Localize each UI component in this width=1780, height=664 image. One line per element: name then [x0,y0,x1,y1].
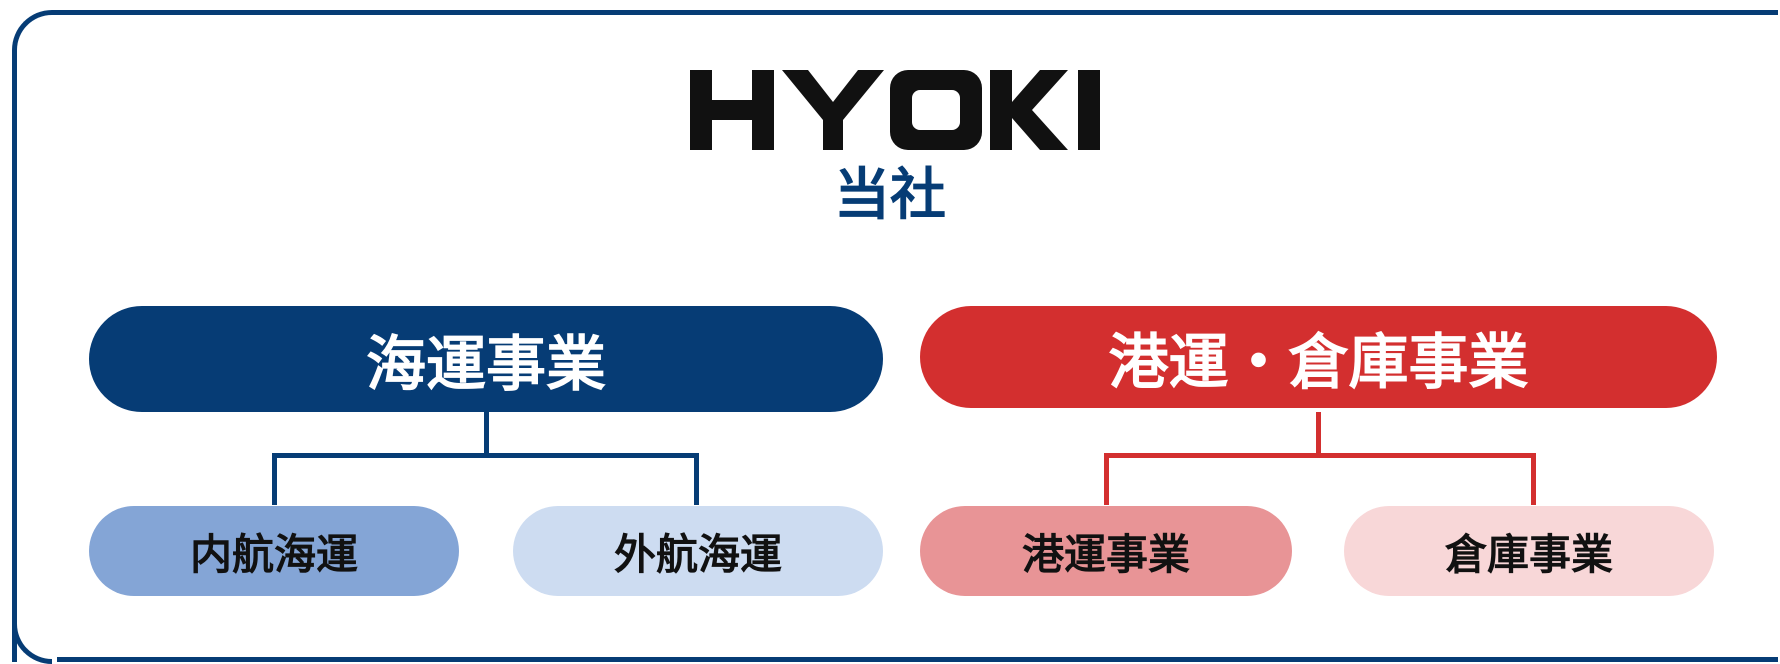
company-label: 当社 [834,163,946,228]
division-port-warehouse-label: 港運・倉庫事業 [1108,327,1529,398]
connector-port-left-drop [1104,453,1109,505]
connector-maritime-left-drop [272,453,277,505]
connector-port-right-drop [1531,453,1536,505]
subdivision-port: 港運事業 [920,506,1292,596]
connector-port-horizontal [1104,453,1536,458]
subdivision-domestic-shipping-label: 内航海運 [189,529,358,579]
division-maritime: 海運事業 [89,306,883,412]
division-maritime-label: 海運事業 [366,329,606,400]
subdivision-domestic-shipping: 内航海運 [89,506,459,596]
hyoki-logo-graphic [690,70,1100,150]
connector-port-vertical [1316,412,1321,456]
subdivision-warehouse-label: 倉庫事業 [1444,529,1613,579]
subdivision-port-label: 港運事業 [1021,529,1190,579]
frame-bottom-edge [57,657,1778,662]
subdivision-warehouse: 倉庫事業 [1344,506,1714,596]
subdivision-ocean-shipping: 外航海運 [513,506,883,596]
subdivision-ocean-shipping-label: 外航海運 [613,529,782,579]
connector-maritime-horizontal [272,453,699,458]
hyoki-logo [690,60,1102,160]
connector-maritime-vertical [484,412,489,456]
division-port-warehouse: 港運・倉庫事業 [920,306,1717,408]
connector-maritime-right-drop [694,453,699,505]
